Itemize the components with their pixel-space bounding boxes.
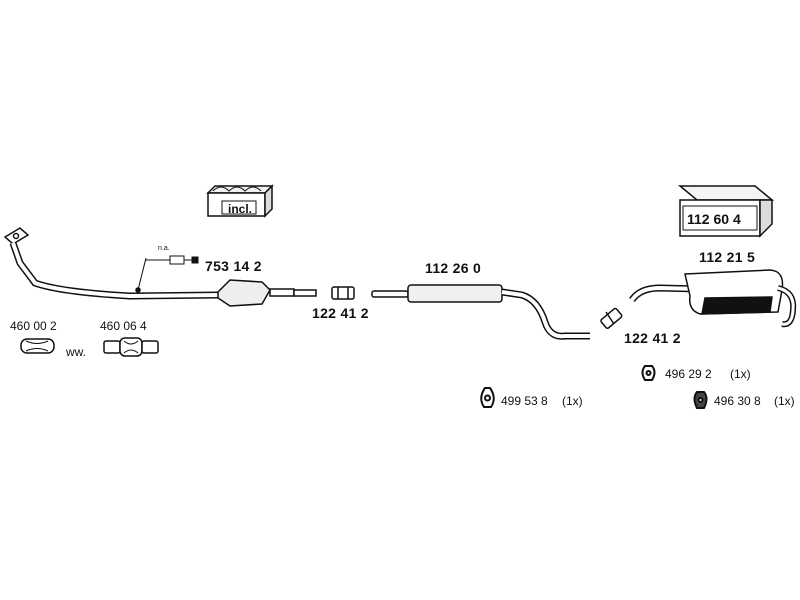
rear-clamp-drawing xyxy=(600,307,623,329)
middle-silencer-number: 112 26 0 xyxy=(425,260,482,276)
mount-icon-1 xyxy=(480,387,495,408)
rear-silencer-drawing xyxy=(629,269,797,328)
lambda-sensor xyxy=(146,255,199,265)
mount-2-number: 496 29 2 xyxy=(665,367,712,381)
mount-2-qty: (1x) xyxy=(730,367,751,381)
front-clamp-number: 122 41 2 xyxy=(312,305,369,321)
kit-box xyxy=(677,185,775,238)
ww-note: ww. xyxy=(66,345,87,359)
included-parts-box xyxy=(206,184,274,218)
flex-pipe-a-drawing xyxy=(20,338,55,354)
front-pipe-drawing xyxy=(3,227,317,307)
mount-icon-2 xyxy=(641,365,656,381)
flex-pipe-b-number: 460 06 4 xyxy=(100,319,147,333)
mount-1-number: 499 53 8 xyxy=(501,394,548,408)
rear-silencer-number: 112 21 5 xyxy=(699,249,756,265)
mount-3-qty: (1x) xyxy=(774,394,795,408)
flex-pipe-b-drawing xyxy=(103,337,159,357)
front-pipe-number: 753 14 2 xyxy=(205,258,262,274)
kit-box-number: 112 60 4 xyxy=(687,211,741,227)
mount-icon-3 xyxy=(693,391,708,409)
middle-silencer-drawing xyxy=(371,284,590,340)
mount-3-number: 496 30 8 xyxy=(714,394,761,408)
mount-1-qty: (1x) xyxy=(562,394,583,408)
not-available-note: n.a. xyxy=(158,245,170,252)
small-box-label: incl. xyxy=(228,202,253,216)
front-clamp-drawing xyxy=(331,286,355,300)
rear-clamp-number: 122 41 2 xyxy=(624,330,681,346)
flex-pipe-a-number: 460 00 2 xyxy=(10,319,57,333)
